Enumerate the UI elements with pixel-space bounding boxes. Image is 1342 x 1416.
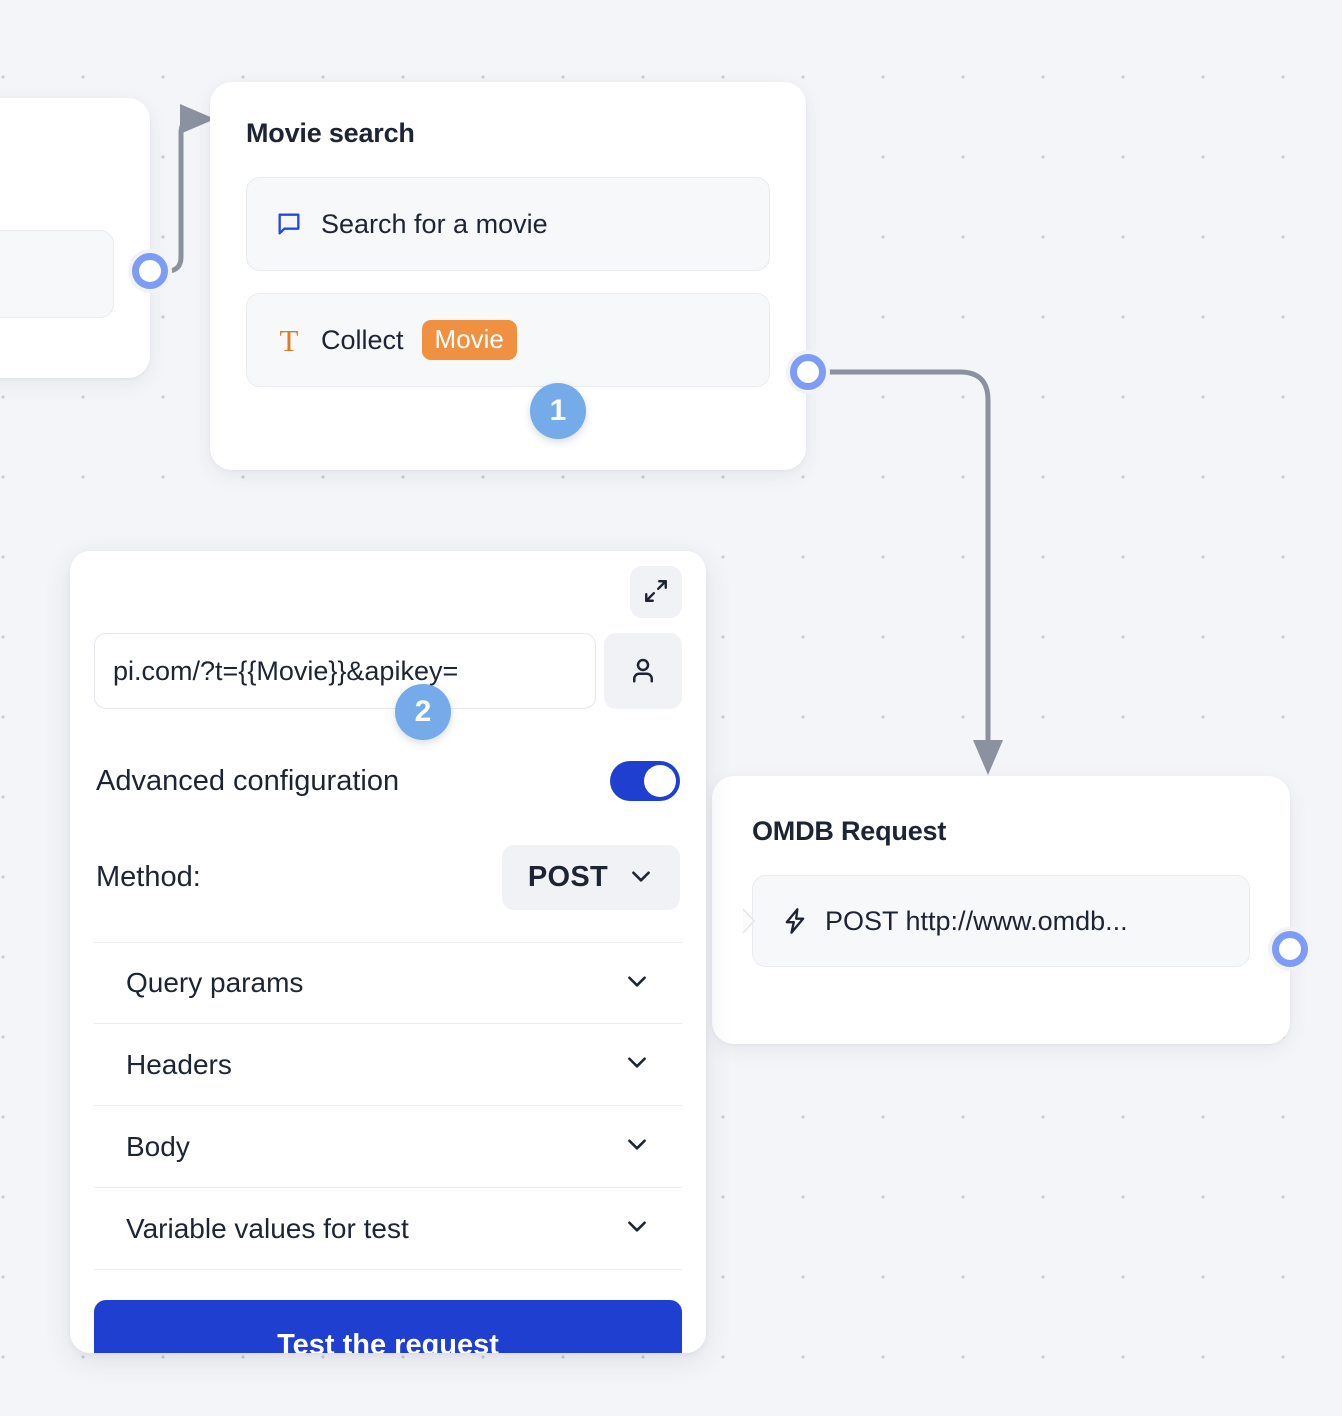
connector-dot-omdb-out[interactable] — [1268, 927, 1312, 971]
node-row-post-request[interactable]: POST http://www.omdb... — [742, 875, 1250, 967]
chevron-down-icon — [628, 863, 654, 892]
accordion-item-body[interactable]: Body — [94, 1106, 682, 1188]
node-previous-step-row[interactable] — [0, 230, 114, 318]
node-row-label: POST http://www.omdb... — [825, 905, 1128, 936]
accordion-item-variable-values-for-test[interactable]: Variable values for test — [94, 1188, 682, 1270]
method-select[interactable]: POST — [501, 845, 680, 910]
chevron-down-icon — [624, 968, 650, 999]
request-url-input[interactable] — [94, 633, 596, 709]
person-icon — [628, 655, 658, 688]
node-row-collect-movie[interactable]: T Collect Movie — [246, 293, 770, 387]
node-row-label: Search for a movie — [321, 208, 548, 239]
accordion-label: Body — [126, 1130, 190, 1162]
panel-toolbar — [94, 551, 682, 633]
node-omdb-request[interactable]: OMDB Request POST http://www.omdb... — [712, 776, 1290, 1044]
expand-button[interactable] — [630, 566, 682, 618]
auth-user-button[interactable] — [604, 633, 682, 709]
advanced-configuration-row: Advanced configuration — [94, 761, 682, 801]
step-badge-1: 1 — [530, 383, 586, 439]
accordion-item-query-params[interactable]: Query params — [94, 942, 682, 1024]
method-value: POST — [527, 861, 608, 893]
node-omdb-request-title: OMDB Request — [752, 816, 947, 846]
chat-bubble-icon — [275, 210, 303, 238]
accordion-item-headers[interactable]: Headers — [94, 1024, 682, 1106]
step-badge-2: 2 — [395, 684, 451, 740]
chevron-down-icon — [624, 1131, 650, 1162]
connector-dot-previous-out[interactable] — [128, 249, 172, 293]
text-t-icon: T — [279, 322, 299, 358]
accordion-label: Query params — [126, 967, 304, 998]
node-movie-search-title: Movie search — [246, 118, 415, 148]
edge-movie-to-omdb — [805, 369, 1003, 775]
method-row: Method: POST — [94, 845, 682, 910]
connector-dot-movie-out[interactable] — [786, 350, 830, 394]
method-label: Method: — [96, 861, 201, 893]
request-config-panel[interactable]: Advanced configuration Method: POST Quer… — [70, 551, 706, 1353]
advanced-configuration-toggle[interactable] — [610, 761, 680, 801]
request-sections-accordion: Query params Headers Body — [94, 942, 682, 1270]
node-previous-step[interactable] — [0, 98, 150, 378]
lightning-bolt-icon — [781, 906, 809, 936]
node-movie-search[interactable]: Movie search Search for a movie T Collec… — [210, 82, 806, 470]
test-the-request-button[interactable]: Test the request — [94, 1300, 682, 1353]
chevron-right-edge-icon — [742, 908, 756, 934]
variable-chip-movie[interactable]: Movie — [421, 320, 517, 360]
accordion-label: Headers — [126, 1048, 232, 1080]
expand-diagonal-icon — [643, 578, 669, 607]
node-row-label: Collect — [321, 324, 404, 355]
url-row — [94, 633, 682, 709]
advanced-configuration-label: Advanced configuration — [96, 764, 400, 797]
node-row-search-for-a-movie[interactable]: Search for a movie — [246, 177, 770, 271]
chevron-down-icon — [624, 1049, 650, 1080]
accordion-label: Variable values for test — [126, 1212, 409, 1244]
chevron-down-icon — [624, 1213, 650, 1244]
edge-start-to-movie — [147, 104, 215, 274]
